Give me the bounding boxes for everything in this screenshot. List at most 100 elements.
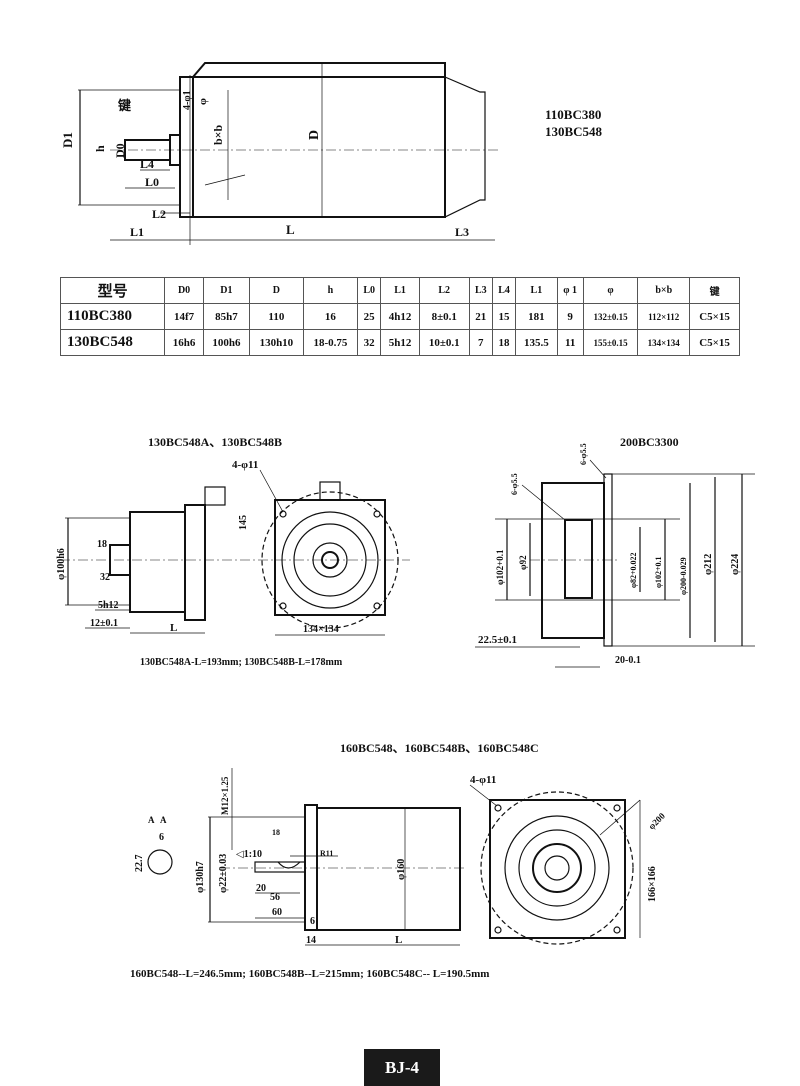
label-L0: L0 [145, 175, 159, 189]
label-phi102-left: φ102+0.1 [495, 549, 505, 585]
label-m12: M12×1.25 [220, 776, 230, 815]
col-header: L4 [491, 277, 517, 304]
col-header: φ [582, 277, 639, 304]
label-r11: R11 [320, 849, 333, 858]
label-18: 18 [97, 539, 107, 550]
label-12: 12±0.1 [90, 618, 118, 629]
cell: 15 [491, 303, 517, 330]
label-bxb: b×b [211, 124, 225, 145]
cell: 16h6 [164, 329, 204, 356]
top-motor-drawing: D1 键 4-φ1 φ b×b D h D0 L4 L0 L2 L1 L L3 … [60, 62, 603, 245]
label-phi102-right: φ102+0.1 [654, 556, 663, 588]
col-header: D [248, 277, 304, 304]
cell: 100h6 [202, 329, 250, 356]
col-header: b×b [637, 277, 691, 304]
spec-table: 型号 D0 D1 D h L0 L1 L2 L3 L4 L1 φ 1 φ b×b… [59, 277, 740, 356]
cell: 16 [302, 303, 359, 330]
label-6-phi5.5-inner: 6-φ5.5 [510, 473, 519, 495]
col-header: 型号 [59, 277, 166, 304]
cell: 10±0.1 [418, 329, 470, 356]
col-header: L0 [357, 277, 382, 304]
label-6-phi5.5-top: 6-φ5.5 [579, 443, 588, 465]
label-taper: ◁1:10 [236, 849, 262, 860]
label-D0: D0 [113, 143, 127, 158]
label-20: 20 [256, 883, 266, 894]
label-L: L [170, 622, 177, 634]
cell: 130h10 [248, 329, 304, 356]
label-phi160: φ160 [396, 859, 407, 880]
col-header: L1 [515, 277, 558, 304]
cell: 7 [468, 329, 493, 356]
label-60: 60 [272, 907, 282, 918]
cell: 112×112 [637, 303, 691, 330]
label-145: 145 [238, 515, 249, 530]
label-D: D [307, 130, 322, 140]
label-4-phi1: 4-φ1 [182, 90, 193, 110]
label-22.5: 22.5±0.1 [478, 634, 517, 646]
drawing-200-title: 200BC3300 [620, 435, 679, 449]
label-5h12: 5h12 [98, 600, 119, 611]
label-h: h [93, 145, 107, 152]
label-phi200: φ200 [646, 810, 667, 831]
table-row: 130BC548 16h6 100h6 130h10 18-0.75 32 5h… [59, 329, 740, 356]
cell: 18 [491, 329, 517, 356]
cell: 9 [556, 303, 584, 330]
table-header-row: 型号 D0 D1 D h L0 L1 L2 L3 L4 L1 φ 1 φ b×b… [59, 277, 740, 304]
label-32: 32 [100, 572, 110, 583]
label-14: 14 [306, 935, 316, 946]
label-D1: D1 [60, 132, 75, 148]
cell: 155±0.15 [582, 329, 639, 356]
model-110BC380: 110BC380 [545, 107, 601, 122]
label-22.7: 22.7 [134, 855, 145, 873]
cell: 11 [556, 329, 584, 356]
label-L2: L2 [152, 207, 166, 221]
label-key-6: 6 [159, 832, 164, 843]
label-56: 56 [270, 892, 280, 903]
label-phi200: φ200-0.029 [679, 557, 688, 595]
label-phi92: φ92 [518, 555, 528, 570]
col-header: 键 [689, 277, 740, 304]
label-phi130h7: φ130h7 [195, 861, 206, 893]
cell: 21 [468, 303, 493, 330]
label-L3: L3 [455, 225, 469, 239]
cell: 8±0.1 [418, 303, 470, 330]
cell: 14f7 [164, 303, 204, 330]
cell: 134×134 [637, 329, 691, 356]
drawing-160bc548: 160BC548、160BC548B、160BC548C M12×1.25 18… [130, 741, 667, 980]
label-phi212: φ212 [703, 554, 714, 575]
label-L1: L1 [130, 225, 144, 239]
cell: 32 [357, 329, 382, 356]
drawing-200bc3300: 200BC3300 6-φ5.5 6-φ5.5 φ102+0.1 φ92 φ82… [475, 435, 755, 668]
drawing-160-title: 160BC548、160BC548B、160BC548C [340, 741, 539, 755]
table-row: 110BC380 14f7 85h7 110 16 25 4h12 8±0.1 … [59, 303, 740, 330]
drawing-130-title: 130BC548A、130BC548B [148, 435, 282, 449]
col-header: φ 1 [556, 277, 584, 304]
label-phi82: φ82+0.022 [629, 552, 638, 588]
page-number-badge: BJ-4 [364, 1049, 440, 1086]
col-header: D1 [202, 277, 250, 304]
cell: 181 [515, 303, 558, 330]
drawing-160-caption: 160BC548--L=246.5mm; 160BC548B--L=215mm;… [130, 968, 489, 980]
label-134x134: 134×134 [303, 624, 339, 635]
label-key: 键 [117, 98, 131, 113]
col-header: h [302, 277, 359, 304]
model-130BC548: 130BC548 [545, 124, 603, 139]
label-phi224: φ224 [730, 554, 741, 575]
cell: C5×15 [689, 303, 740, 330]
label-phi100h6: φ100h6 [56, 548, 67, 580]
col-header: L2 [418, 277, 470, 304]
cell: 85h7 [202, 303, 250, 330]
col-header: D0 [164, 277, 204, 304]
label-166x166: 166×166 [647, 866, 658, 902]
cell: 130BC548 [59, 329, 166, 356]
cell: 132±0.15 [582, 303, 639, 330]
drawing-130bc548: 130BC548A、130BC548B φ100h6 18 32 5h12 12… [56, 435, 410, 668]
label-L: L [395, 934, 402, 946]
cell: 25 [357, 303, 382, 330]
label-18: 18 [272, 828, 280, 837]
cell: 4h12 [380, 303, 420, 330]
label-20: 20-0.1 [615, 655, 641, 666]
label-4-phi11: 4-φ11 [470, 774, 496, 786]
label-L: L [286, 222, 295, 237]
